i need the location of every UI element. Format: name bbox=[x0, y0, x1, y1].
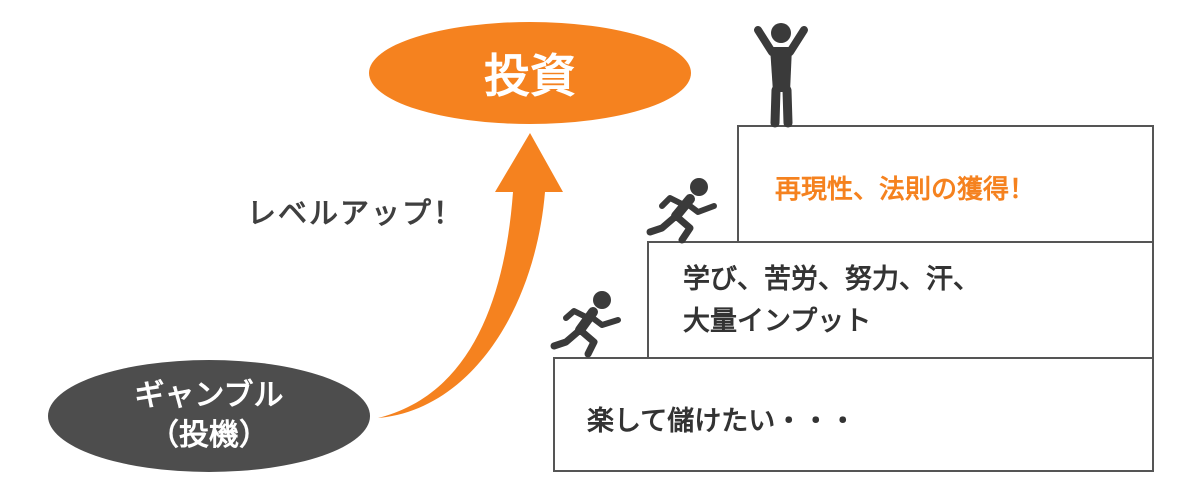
step-2-line-2: 大量インプット bbox=[683, 306, 872, 337]
step-3-text: 再現性、法則の獲得！ bbox=[775, 175, 1036, 205]
level-up-label: レベルアップ！ bbox=[247, 196, 465, 230]
goal-ellipse: 投資 bbox=[369, 22, 691, 124]
level-up-arrow-body bbox=[378, 133, 563, 418]
person-running-icon bbox=[550, 291, 621, 358]
start-ellipse: ギャンブル （投機） bbox=[48, 360, 370, 472]
goal-label: 投資 bbox=[484, 49, 576, 103]
person-cheering-icon bbox=[754, 23, 808, 128]
step-1-text: 楽して儲けたい・・・ bbox=[587, 406, 857, 437]
step-2-text: 学び、苦労、努力、汗、 大量インプット bbox=[683, 259, 980, 343]
start-label-line1: ギャンブル bbox=[134, 378, 284, 413]
start-label-line2: （投機） bbox=[149, 418, 269, 453]
step-2-line-1: 学び、苦労、努力、汗、 bbox=[683, 264, 980, 295]
step-3-box: 再現性、法則の獲得！ bbox=[737, 125, 1154, 243]
person-running-icon bbox=[646, 178, 717, 244]
